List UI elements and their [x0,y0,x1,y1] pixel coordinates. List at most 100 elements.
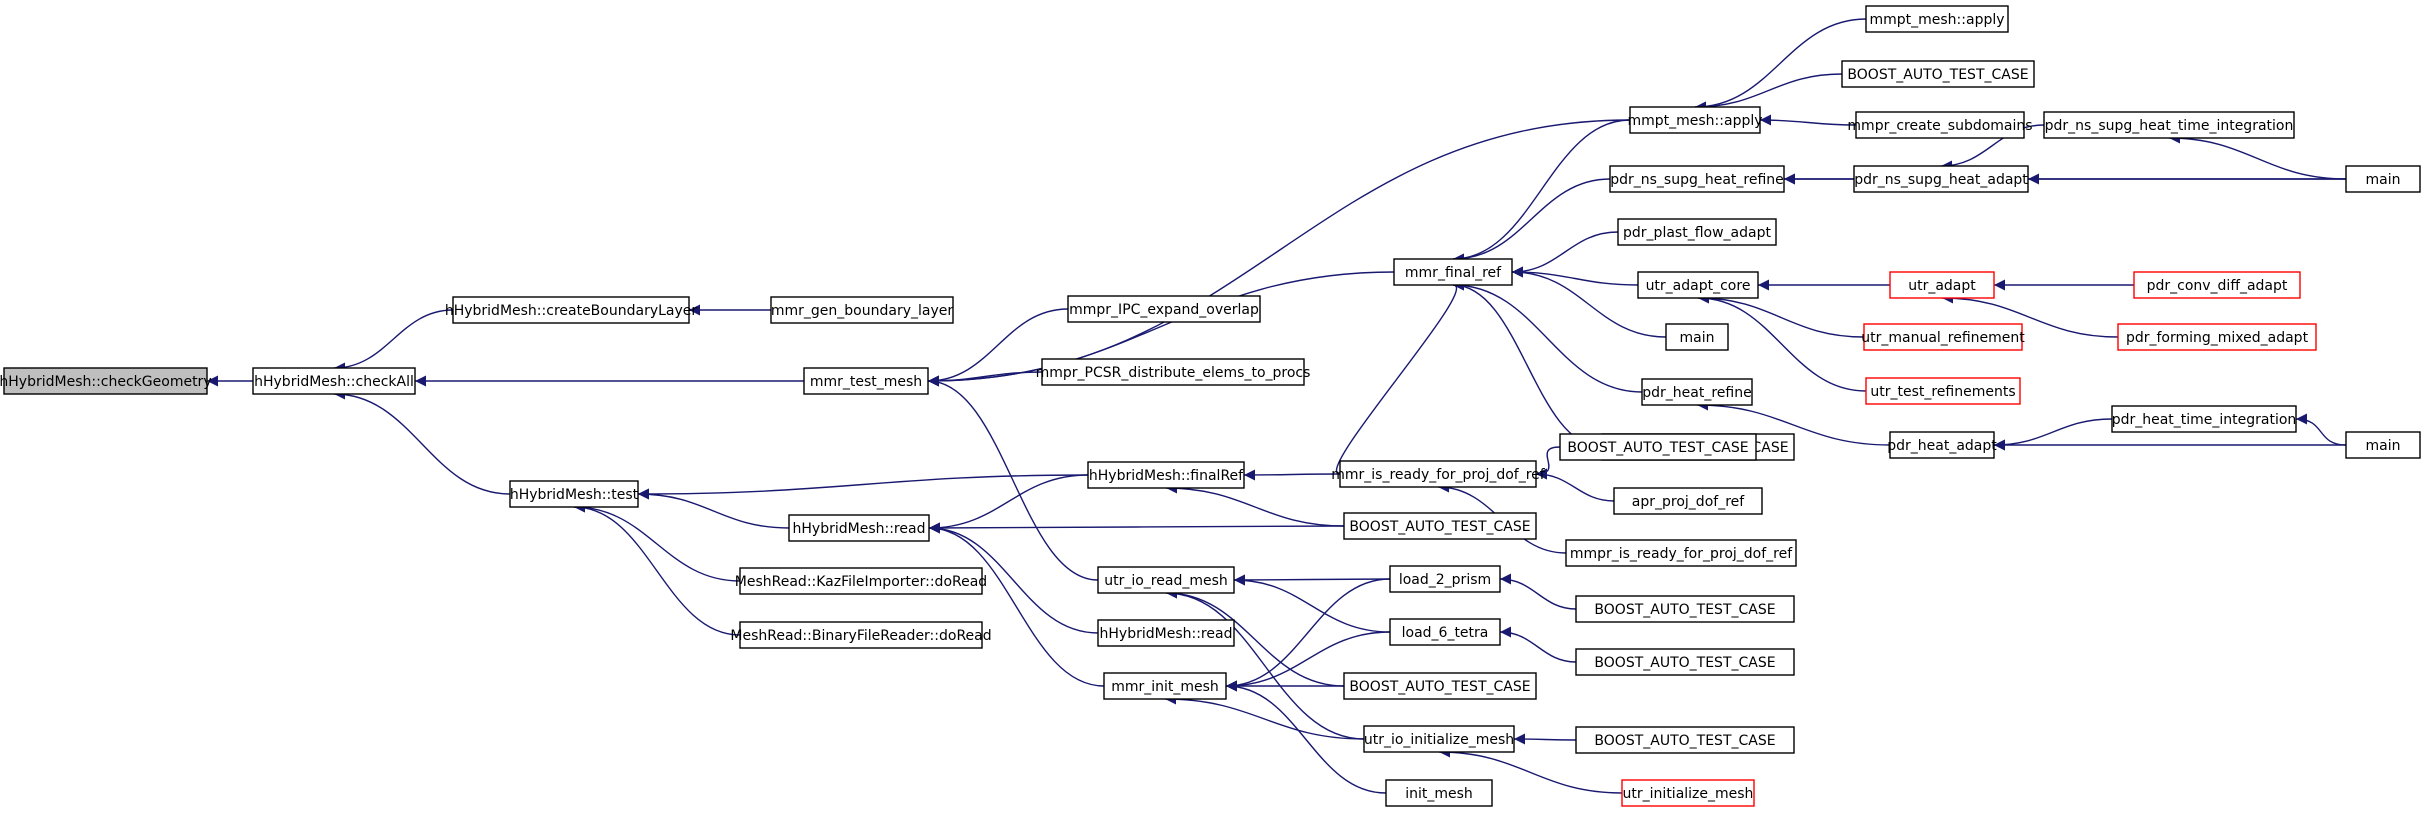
graph-node[interactable]: hHybridMesh::read [788,514,930,542]
node-label: pdr_ns_supg_heat_adapt [1854,172,2028,188]
graph-node[interactable]: mmr_gen_boundary_layer [770,296,954,324]
graph-node[interactable]: apr_proj_dof_ref [1613,487,1763,515]
graph-node[interactable]: hHybridMesh::read [1097,619,1235,647]
call-edge-path [927,271,1395,387]
call-edge [1225,631,1391,692]
graph-node[interactable]: BOOST_AUTO_TEST_CASE [1575,726,1795,754]
graph-node[interactable]: utr_adapt_core [1637,271,1759,299]
graph-node[interactable]: mmpr_IPC_expand_overlap [1067,295,1261,323]
graph-node[interactable]: mmpt_mesh::apply [1627,106,1763,134]
call-edge [2295,413,2347,446]
node-box [803,367,929,395]
call-edge [1759,114,1857,126]
call-edge [1164,693,1365,740]
graph-node[interactable]: mmr_is_ready_for_proj_dof_ref [1331,460,1546,488]
graph-node[interactable]: mmpr_create_subdomains [1847,111,2033,139]
call-edge-path [1225,578,1391,692]
node-label: pdr_heat_time_integration [2112,412,2297,428]
graph-node[interactable]: mmr_final_ref [1393,258,1513,286]
call-edge [1511,231,1619,278]
call-edge-path [1694,73,1843,113]
graph-node[interactable]: init_mesh [1385,779,1493,807]
graph-node[interactable]: mmr_test_mesh [803,367,929,395]
graph-node[interactable]: BOOST_AUTO_TEST_CASE [1559,433,1757,461]
graph-node[interactable]: mmpt_mesh::apply [1865,5,2009,33]
graph-node[interactable]: BOOST_AUTO_TEST_CASE [1343,672,1537,700]
graph-node[interactable]: BOOST_AUTO_TEST_CASE [1343,512,1537,540]
graph-node[interactable]: pdr_heat_adapt [1887,431,1997,459]
call-edge-path [1336,279,1465,475]
node-box [1853,165,2029,193]
node-label: hHybridMesh::checkAll [254,374,414,390]
graph-node[interactable]: mmpr_PCSR_distribute_elems_to_procs [1036,358,1311,386]
call-edge [1243,469,1341,481]
call-edge-path [1452,119,1631,265]
node-label: hHybridMesh::read [793,521,926,537]
node-box [1575,595,1795,623]
node-box [1041,358,1305,386]
call-edge [1993,418,2113,451]
graph-node[interactable]: load_2_prism [1389,565,1501,593]
node-label: BOOST_AUTO_TEST_CASE [1594,733,1775,749]
graph-node[interactable]: pdr_ns_supg_heat_refine [1609,165,1785,193]
graph-node[interactable]: main [2345,431,2421,459]
graph-node[interactable]: main [2345,165,2421,193]
call-edge [1499,626,1577,663]
node-box [739,621,983,649]
graph-node[interactable]: hHybridMesh::createBoundaryLayer [445,296,698,324]
node-label: BOOST_AUTO_TEST_CASE [1594,602,1775,618]
call-edge [1225,578,1391,692]
graph-node[interactable]: utr_initialize_mesh [1621,779,1755,807]
node-label: utr_io_initialize_mesh [1364,732,1514,748]
call-edge [333,309,454,374]
call-edge [637,488,790,529]
graph-node[interactable]: mmr_init_mesh [1103,672,1227,700]
node-box [1841,60,2035,88]
graph-node[interactable]: pdr_heat_refine [1641,378,1753,406]
graph-node[interactable]: BOOST_AUTO_TEST_CASE [1575,595,1795,623]
graph-node[interactable]: utr_manual_refinement [1861,323,2025,351]
node-box [1103,672,1227,700]
node-label: mmpr_IPC_expand_overlap [1069,302,1259,318]
graph-node[interactable]: utr_io_read_mesh [1097,566,1235,594]
graph-node[interactable]: utr_test_refinements [1865,377,2021,405]
node-box [1097,566,1235,594]
call-edge [1511,266,1667,338]
graph-node[interactable]: pdr_plast_flow_adapt [1617,218,1777,246]
call-edge [1696,399,1891,446]
node-label: mmr_gen_boundary_layer [771,303,953,319]
call-edge-path [1233,574,1391,633]
graph-node[interactable]: mmpr_is_ready_for_proj_dof_ref [1565,539,1797,567]
graph-node[interactable]: load_6_tetra [1389,618,1501,646]
graph-node[interactable]: utr_io_initialize_mesh [1363,725,1515,753]
call-edge-path [1452,279,1643,393]
call-edge [1225,680,1387,794]
node-box [1343,672,1537,700]
call-edge-path [1941,292,2119,338]
graph-node[interactable]: hHybridMesh::test [509,480,639,508]
graph-node[interactable]: MeshRead::KazFileImporter::doRead [735,567,987,595]
graph-node[interactable]: main [1665,323,1729,351]
node-label: mmpr_is_ready_for_proj_dof_ref [1570,546,1793,562]
graph-node[interactable]: MeshRead::BinaryFileReader::doRead [730,621,992,649]
graph-node[interactable]: hHybridMesh::checkAll [252,367,416,395]
graph-node[interactable]: BOOST_AUTO_TEST_CASE [1841,60,2035,88]
node-box [1575,648,1795,676]
call-edge-path [1164,693,1365,740]
node-label: init_mesh [1405,786,1473,802]
graph-node[interactable]: utr_adapt [1889,271,1995,299]
graph-node[interactable]: pdr_forming_mixed_adapt [2117,323,2317,351]
call-edge [927,119,1631,387]
node-box [770,296,954,324]
graph-node[interactable]: pdr_ns_supg_heat_adapt [1853,165,2029,193]
graph-node[interactable]: pdr_ns_supg_heat_time_integration [2043,111,2295,139]
call-edge [928,522,1099,634]
graph-node[interactable]: BOOST_AUTO_TEST_CASE [1575,648,1795,676]
graph-node[interactable]: pdr_conv_diff_adapt [2133,271,2301,299]
node-box [1855,111,2025,139]
call-edge [927,271,1395,387]
graph-node[interactable]: pdr_heat_time_integration [2111,405,2297,433]
call-edge [1452,279,1643,393]
node-box [1393,258,1513,286]
graph-node[interactable]: hHybridMesh::finalRef [1087,461,1245,489]
